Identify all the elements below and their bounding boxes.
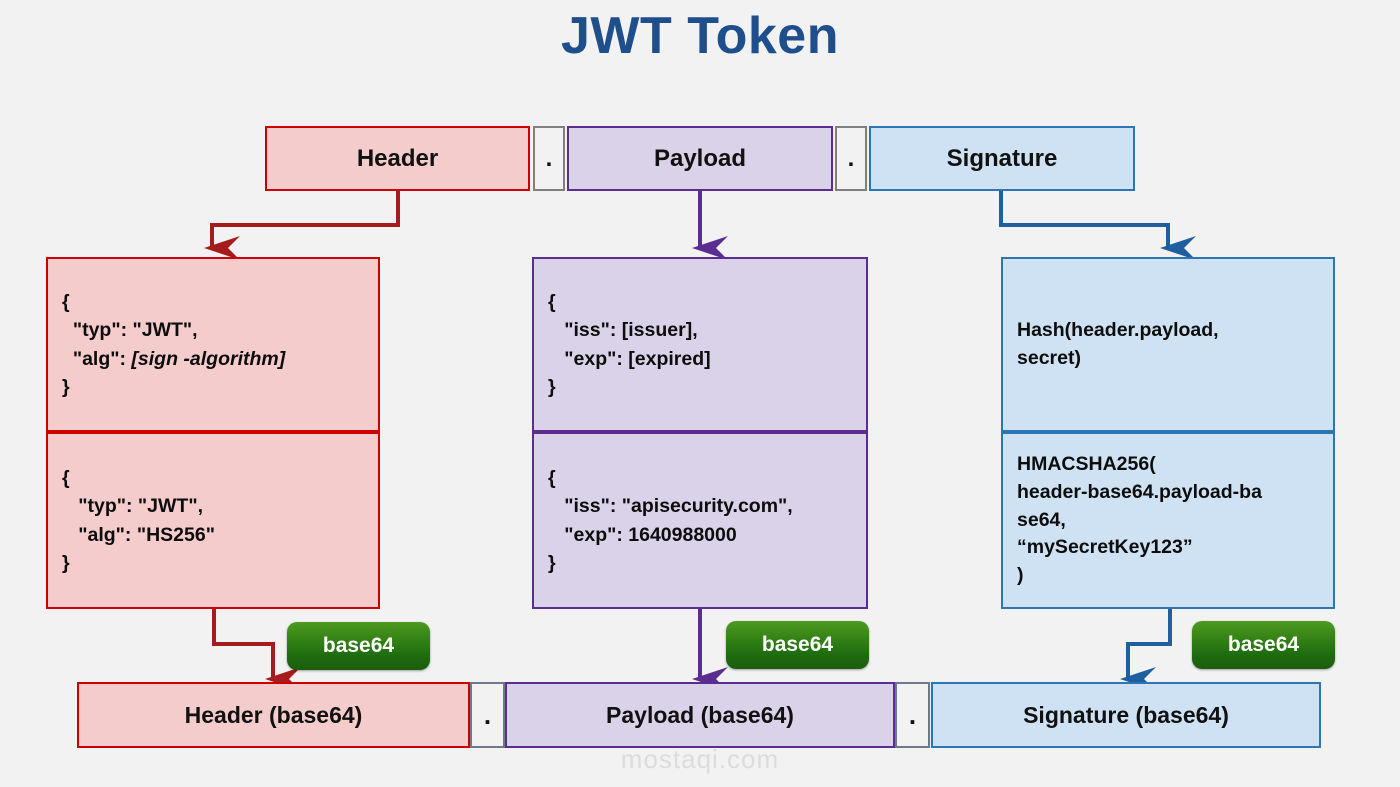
bottom-separator-dot-1: . — [470, 682, 505, 748]
bottom-box-signature-base64[interactable]: Signature (base64) — [931, 682, 1321, 748]
base64-badge-payload[interactable]: base64 — [726, 621, 869, 669]
watermark-text: mostaqi.com — [620, 744, 780, 774]
top-box-header[interactable]: Header — [265, 126, 530, 191]
header-template-line-2: "typ": "JWT", — [62, 319, 198, 342]
top-box-header-label: Header — [356, 144, 439, 172]
signature-example-text: HMACSHA256( header-base64.payload-ba se6… — [1017, 453, 1262, 587]
top-box-payload-label: Payload — [653, 144, 747, 172]
header-template-line-3-value: [sign -algorithm] — [131, 347, 286, 370]
bottom-box-payload-label: Payload (base64) — [606, 701, 794, 728]
top-box-signature-label: Signature — [946, 144, 1058, 172]
payload-example-code: { "iss": "apisecurity.com", "exp": 16409… — [548, 466, 793, 574]
page-title: JWT Token — [561, 7, 839, 65]
top-separator-dot-1: . — [533, 126, 565, 191]
signature-hash-template-box[interactable]: Hash(header.payload, secret) — [1001, 257, 1335, 432]
header-template-code: { "typ": "JWT", "alg": [sign -algorithm]… — [62, 288, 285, 401]
top-box-signature[interactable]: Signature — [869, 126, 1135, 191]
payload-decoded-example-box[interactable]: { "iss": "apisecurity.com", "exp": 16409… — [532, 432, 868, 609]
bottom-box-header-base64[interactable]: Header (base64) — [77, 682, 470, 748]
base64-badge-header-label: base64 — [322, 634, 395, 657]
base64-badge-header[interactable]: base64 — [287, 622, 430, 670]
separator-dot-label: . — [847, 144, 855, 172]
header-decoded-example-box[interactable]: { "typ": "JWT", "alg": "HS256" } — [46, 432, 380, 609]
bottom-separator-dot-2: . — [895, 682, 930, 748]
signature-template-text: Hash(header.payload, secret) — [1017, 318, 1219, 369]
separator-dot-label: . — [545, 144, 553, 172]
signature-hmac-example-box[interactable]: HMACSHA256( header-base64.payload-ba se6… — [1001, 432, 1335, 609]
bottom-box-header-label: Header (base64) — [184, 701, 363, 728]
top-box-payload[interactable]: Payload — [567, 126, 833, 191]
bottom-box-payload-base64[interactable]: Payload (base64) — [505, 682, 895, 748]
separator-dot-label: . — [483, 699, 492, 730]
base64-badge-payload-label: base64 — [761, 633, 834, 656]
header-template-line-4: } — [62, 375, 70, 398]
top-separator-dot-2: . — [835, 126, 867, 191]
header-example-code: { "typ": "JWT", "alg": "HS256" } — [62, 466, 215, 574]
separator-dot-label: . — [908, 699, 917, 730]
header-decoded-template-box[interactable]: { "typ": "JWT", "alg": [sign -algorithm]… — [46, 257, 380, 432]
bottom-box-signature-label: Signature (base64) — [1023, 701, 1229, 728]
header-template-line-1: { — [62, 290, 70, 313]
base64-badge-signature[interactable]: base64 — [1192, 621, 1335, 669]
payload-decoded-template-box[interactable]: { "iss": [issuer], "exp": [expired] } — [532, 257, 868, 432]
base64-badge-signature-label: base64 — [1227, 633, 1300, 656]
payload-template-code: { "iss": [issuer], "exp": [expired] } — [548, 290, 711, 398]
header-template-line-3-key: "alg": — [62, 347, 132, 370]
